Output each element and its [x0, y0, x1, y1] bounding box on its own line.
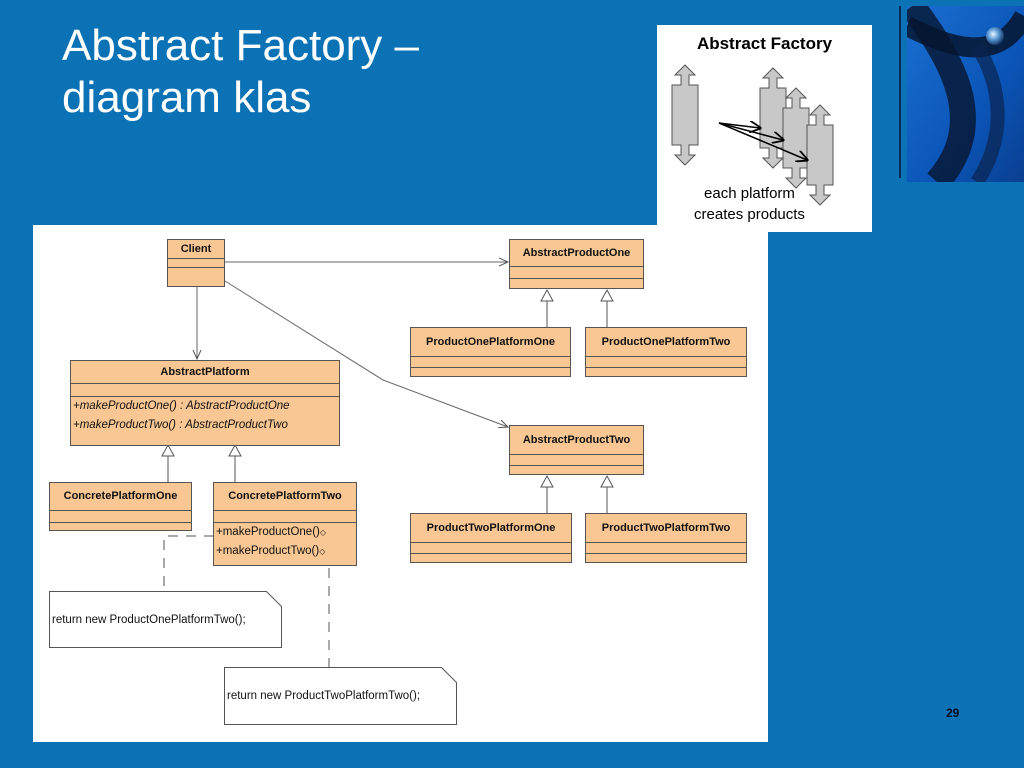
note-text: return new ProductOnePlatformTwo();	[52, 613, 246, 626]
class-name: ProductTwoPlatformTwo	[586, 514, 746, 543]
abstract-factory-inset: Abstract Factory each platform creates p…	[657, 25, 872, 232]
override-icon: ◇	[319, 547, 326, 556]
decorative-divider	[899, 6, 901, 178]
class-attributes	[168, 259, 224, 268]
class-diagram: Client AbstractPlatform +makeProductOne(…	[33, 225, 768, 742]
class-name: AbstractProductOne	[510, 240, 643, 267]
cable-image	[907, 6, 1024, 182]
inset-caption: each platform creates products	[657, 183, 842, 225]
class-attributes	[71, 384, 339, 397]
class-attributes	[586, 357, 746, 368]
class-name: Client	[168, 240, 224, 259]
class-abstract-product-one[interactable]: AbstractProductOne	[509, 239, 644, 289]
slide-title-line-2: diagram klas	[62, 73, 312, 122]
class-product-two-platform-one[interactable]: ProductTwoPlatformOne	[410, 513, 572, 563]
class-attributes	[214, 511, 356, 523]
platform-shape-2	[782, 87, 810, 189]
generalization-arrow	[228, 443, 242, 457]
class-attributes	[586, 543, 746, 554]
operation: +makeProductOne() : AbstractProductOne	[73, 400, 290, 412]
class-name: AbstractPlatform	[71, 361, 339, 384]
class-name: ConcretePlatformOne	[50, 483, 191, 511]
diagram-connectors	[161, 225, 614, 668]
operation: +makeProductTwo() : AbstractProductTwo	[73, 419, 288, 431]
decorative-photo	[907, 6, 1024, 182]
class-abstract-product-two[interactable]: AbstractProductTwo	[509, 425, 644, 475]
note-product-two[interactable]: return new ProductTwoPlatformTwo();	[224, 667, 457, 725]
operation: +makeProductTwo()◇	[214, 542, 356, 561]
create-arrows	[718, 123, 807, 160]
class-name: ProductOnePlatformOne	[411, 328, 570, 357]
operation-label: +makeProductTwo()	[216, 545, 320, 557]
class-operations	[586, 368, 746, 376]
platform-shape-1	[759, 67, 787, 169]
association-client-abstractproducttwo	[224, 280, 508, 427]
class-attributes	[510, 455, 643, 466]
platform-shape-source	[671, 64, 699, 166]
class-operations	[50, 523, 191, 531]
generalization-arrow	[540, 288, 554, 302]
class-abstract-platform[interactable]: AbstractPlatform +makeProductOne() : Abs…	[70, 360, 340, 446]
class-name: ConcretePlatformTwo	[214, 483, 356, 511]
class-product-two-platform-two[interactable]: ProductTwoPlatformTwo	[585, 513, 747, 563]
note-product-one[interactable]: return new ProductOnePlatformTwo();	[49, 591, 282, 648]
inset-caption-line-1: each platform	[704, 185, 795, 202]
class-attributes	[411, 543, 571, 554]
generalization-arrow	[540, 474, 554, 488]
note-fold-icon	[266, 591, 282, 607]
class-name: AbstractProductTwo	[510, 426, 643, 455]
class-operations	[510, 466, 643, 474]
platform-shape-3	[806, 104, 834, 206]
generalization-arrow	[600, 288, 614, 302]
class-concrete-platform-two[interactable]: ConcretePlatformTwo +makeProductOne()◇ +…	[213, 482, 357, 566]
operation-label: +makeProductOne()	[216, 526, 320, 538]
override-icon: ◇	[319, 528, 327, 537]
class-attributes	[510, 267, 643, 279]
note-link-one	[163, 535, 214, 591]
inset-caption-line-2: creates products	[694, 206, 805, 223]
class-concrete-platform-one[interactable]: ConcretePlatformOne	[49, 482, 192, 531]
class-name: ProductTwoPlatformOne	[411, 514, 571, 543]
class-attributes	[50, 511, 191, 523]
note-text: return new ProductTwoPlatformTwo();	[227, 690, 421, 702]
page-number: 29	[946, 706, 960, 720]
operation: +makeProductOne()◇	[214, 523, 356, 542]
note-fold-icon	[441, 667, 457, 683]
class-name: ProductOnePlatformTwo	[586, 328, 746, 357]
generalization-arrow	[161, 443, 175, 457]
class-operations: +makeProductOne() : AbstractProductOne +…	[71, 397, 339, 435]
slide-title-line-1: Abstract Factory –	[62, 21, 420, 70]
class-product-one-platform-one[interactable]: ProductOnePlatformOne	[410, 327, 571, 377]
class-product-one-platform-two[interactable]: ProductOnePlatformTwo	[585, 327, 747, 377]
platforms-illustration	[671, 64, 834, 206]
class-operations: +makeProductOne()◇ +makeProductTwo()◇	[214, 523, 356, 561]
class-operations	[411, 368, 570, 376]
class-operations	[168, 268, 224, 276]
class-attributes	[411, 357, 570, 368]
class-operations	[411, 554, 571, 562]
class-operations	[510, 279, 643, 287]
inset-title: Abstract Factory	[696, 34, 833, 53]
slide-title: Abstract Factory – diagram klas	[62, 20, 419, 124]
class-client[interactable]: Client	[167, 239, 225, 287]
class-operations	[586, 554, 746, 562]
generalization-arrow	[600, 474, 614, 488]
